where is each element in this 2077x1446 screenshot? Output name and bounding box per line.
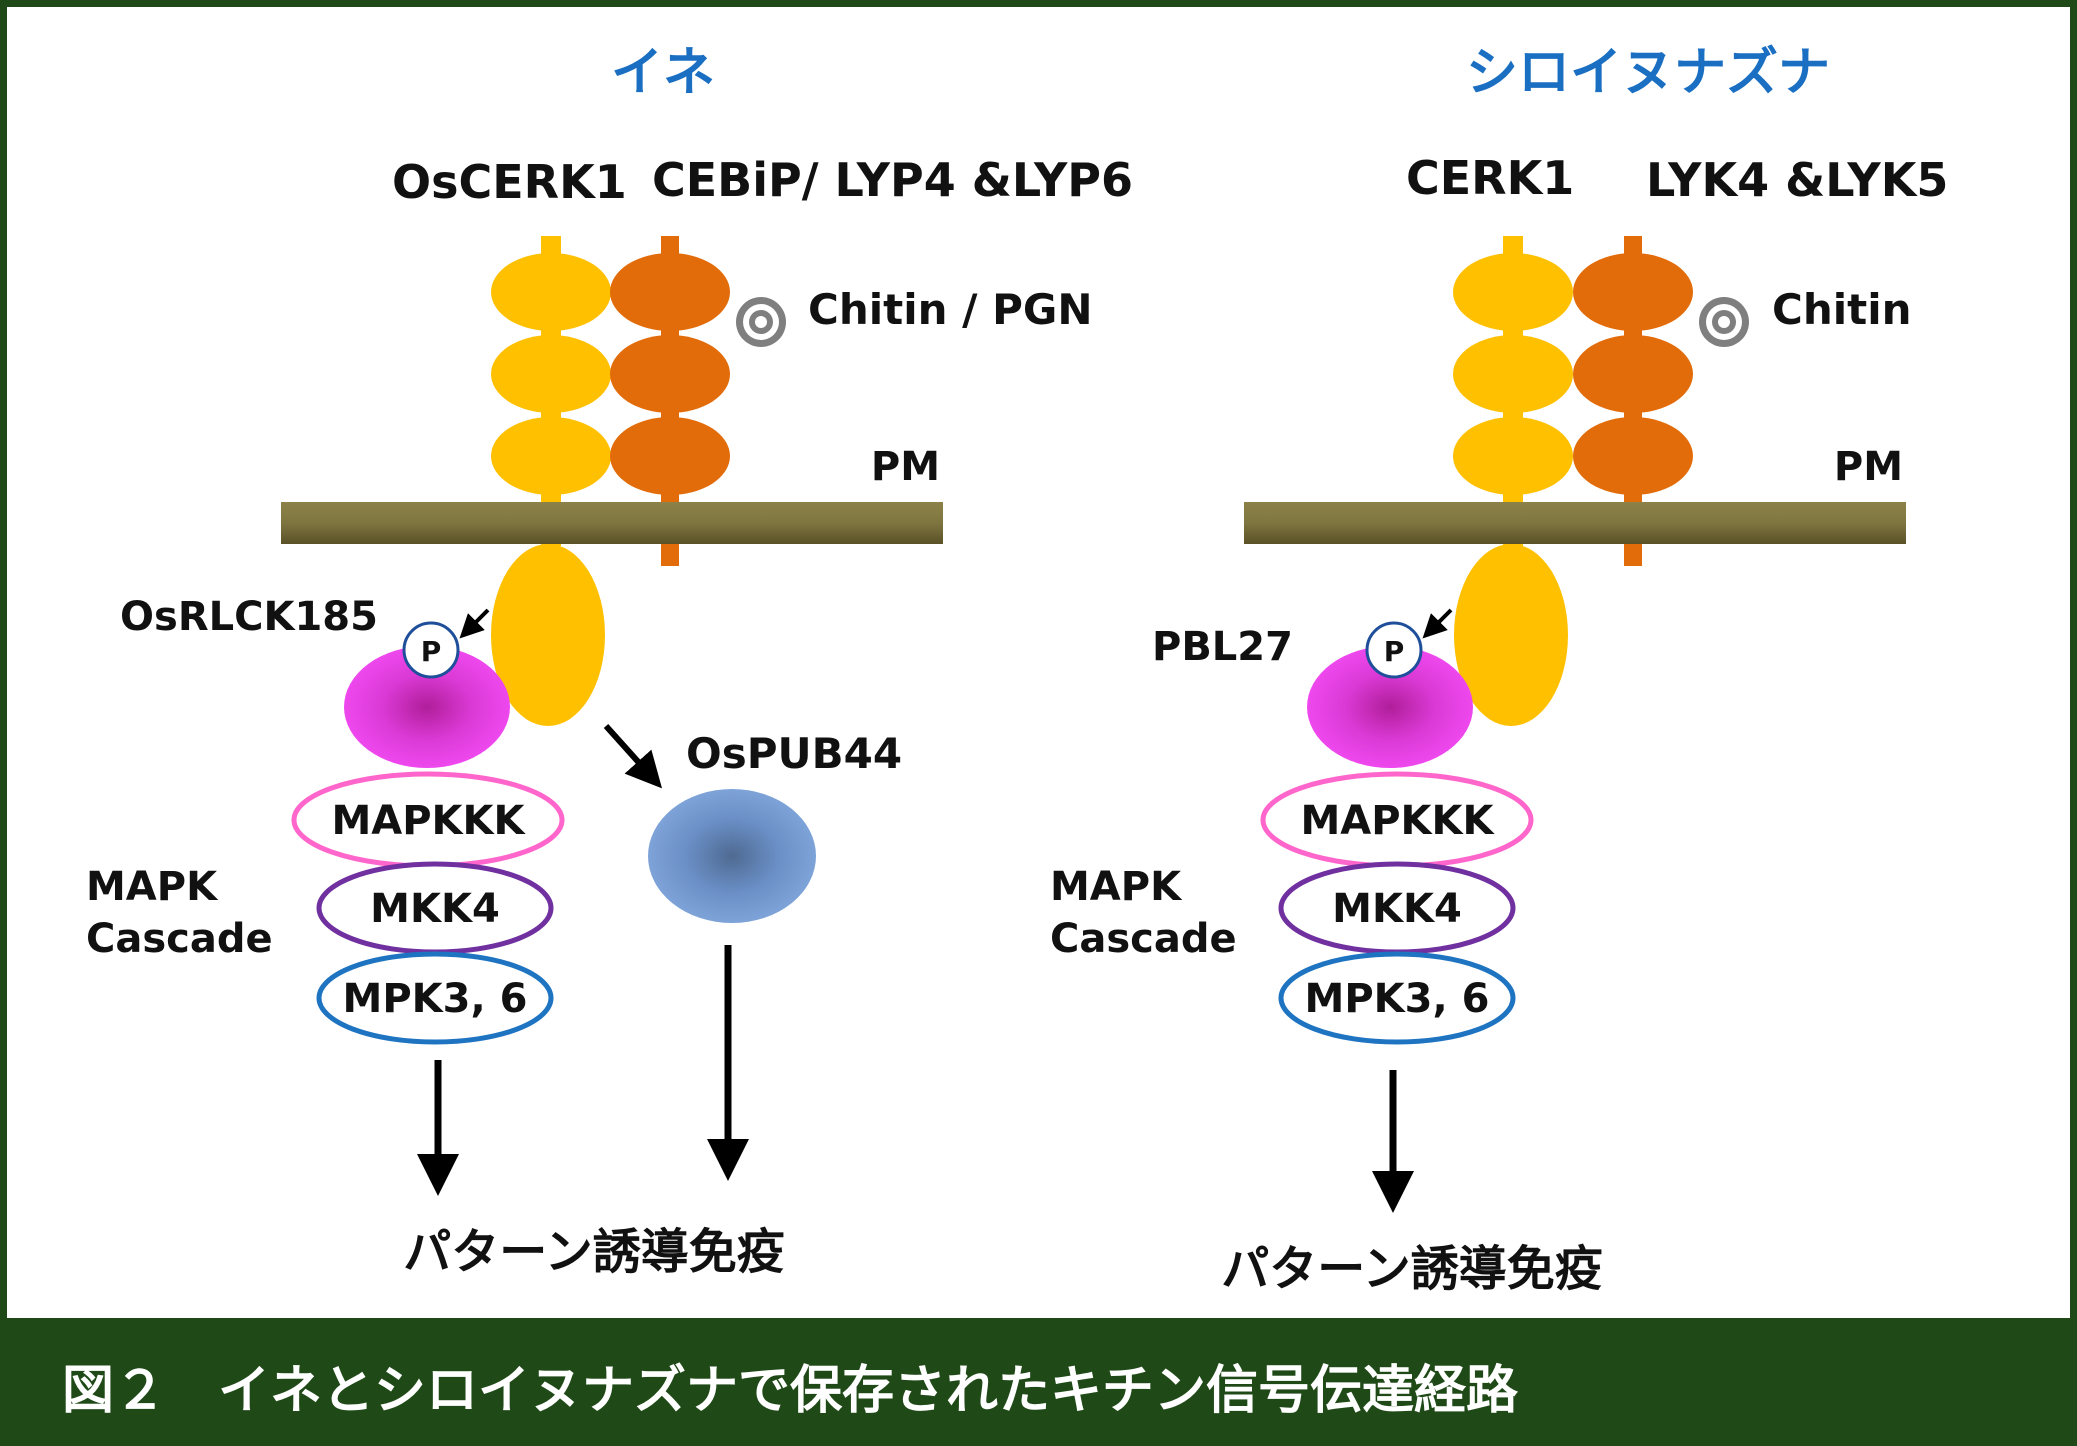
right-pbl27-kinase	[1307, 646, 1473, 768]
left-panel: イネ OsCERK1 CEBiP/ LYP4 &LYP6 Chitin / PG…	[86, 43, 1133, 1280]
right-cerk1-receptor	[1453, 236, 1573, 726]
left-receptor-a-label: OsCERK1	[392, 155, 627, 209]
right-kinase-label: PBL27	[1152, 624, 1293, 670]
left-phospho-badge: P	[402, 621, 460, 679]
right-lyk-receptor	[1573, 236, 1693, 566]
left-outcome-label: パターン誘導免疫	[403, 1224, 785, 1280]
right-mpk-ring	[1278, 951, 1516, 1045]
left-oscerk1-receptor	[491, 236, 611, 726]
caption-bar: 図２ イネとシロイヌナズナで保存されたキチン信号伝達経路	[0, 1318, 2077, 1446]
figure-caption: 図２ イネとシロイヌナズナで保存されたキチン信号伝達経路	[62, 1361, 1519, 1421]
right-phospho-badge: P	[1365, 621, 1423, 679]
left-pub44-protein	[648, 789, 816, 923]
left-mpk-ring	[316, 951, 554, 1045]
left-plasma-membrane	[281, 502, 943, 544]
right-panel: シロイヌナズナ CERK1 LYK4 &LYK5 Chitin PM	[1050, 43, 1948, 1297]
left-ligand-label: Chitin / PGN	[808, 285, 1092, 334]
left-mpk-label: MPK3, 6	[343, 976, 528, 1022]
left-pm-label: PM	[871, 444, 940, 490]
right-species-title: シロイヌナズナ	[1466, 43, 1830, 103]
right-mkk4-label: MKK4	[1332, 886, 1462, 932]
right-outcome-label: パターン誘導免疫	[1221, 1241, 1603, 1297]
left-rlck-kinase	[344, 646, 510, 768]
right-plasma-membrane	[1244, 502, 1906, 544]
right-mpk-label: MPK3, 6	[1305, 976, 1490, 1022]
right-mapkkk-label: MAPKKK	[1300, 798, 1495, 844]
right-receptor-a-label: CERK1	[1406, 151, 1574, 205]
right-ligand-label: Chitin	[1772, 285, 1912, 334]
right-cascade-label-2: Cascade	[1050, 916, 1237, 962]
left-cebip-lyp-receptor	[610, 236, 730, 566]
left-chitin-icon	[736, 297, 786, 347]
left-kinase-label: OsRLCK185	[120, 594, 378, 640]
right-chitin-icon	[1699, 297, 1749, 347]
left-mapkkk-label: MAPKKK	[331, 798, 526, 844]
right-cascade-label-1: MAPK	[1050, 864, 1183, 910]
svg-text:P: P	[1384, 635, 1405, 668]
right-receptor-b-label: LYK4 &LYK5	[1646, 153, 1948, 207]
right-phospho-arrow	[1422, 608, 1453, 639]
left-phospho-arrow	[459, 608, 490, 639]
left-mkk4-label: MKK4	[370, 886, 500, 932]
svg-text:P: P	[421, 635, 442, 668]
left-pub44-label: OsPUB44	[686, 729, 902, 778]
right-pm-label: PM	[1834, 444, 1903, 490]
left-pub44-arrow	[603, 723, 663, 789]
left-cascade-label-2: Cascade	[86, 916, 273, 962]
left-species-title: イネ	[611, 43, 715, 103]
left-cascade-label-1: MAPK	[86, 864, 219, 910]
left-receptor-b-label: CEBiP/ LYP4 &LYP6	[652, 153, 1133, 207]
